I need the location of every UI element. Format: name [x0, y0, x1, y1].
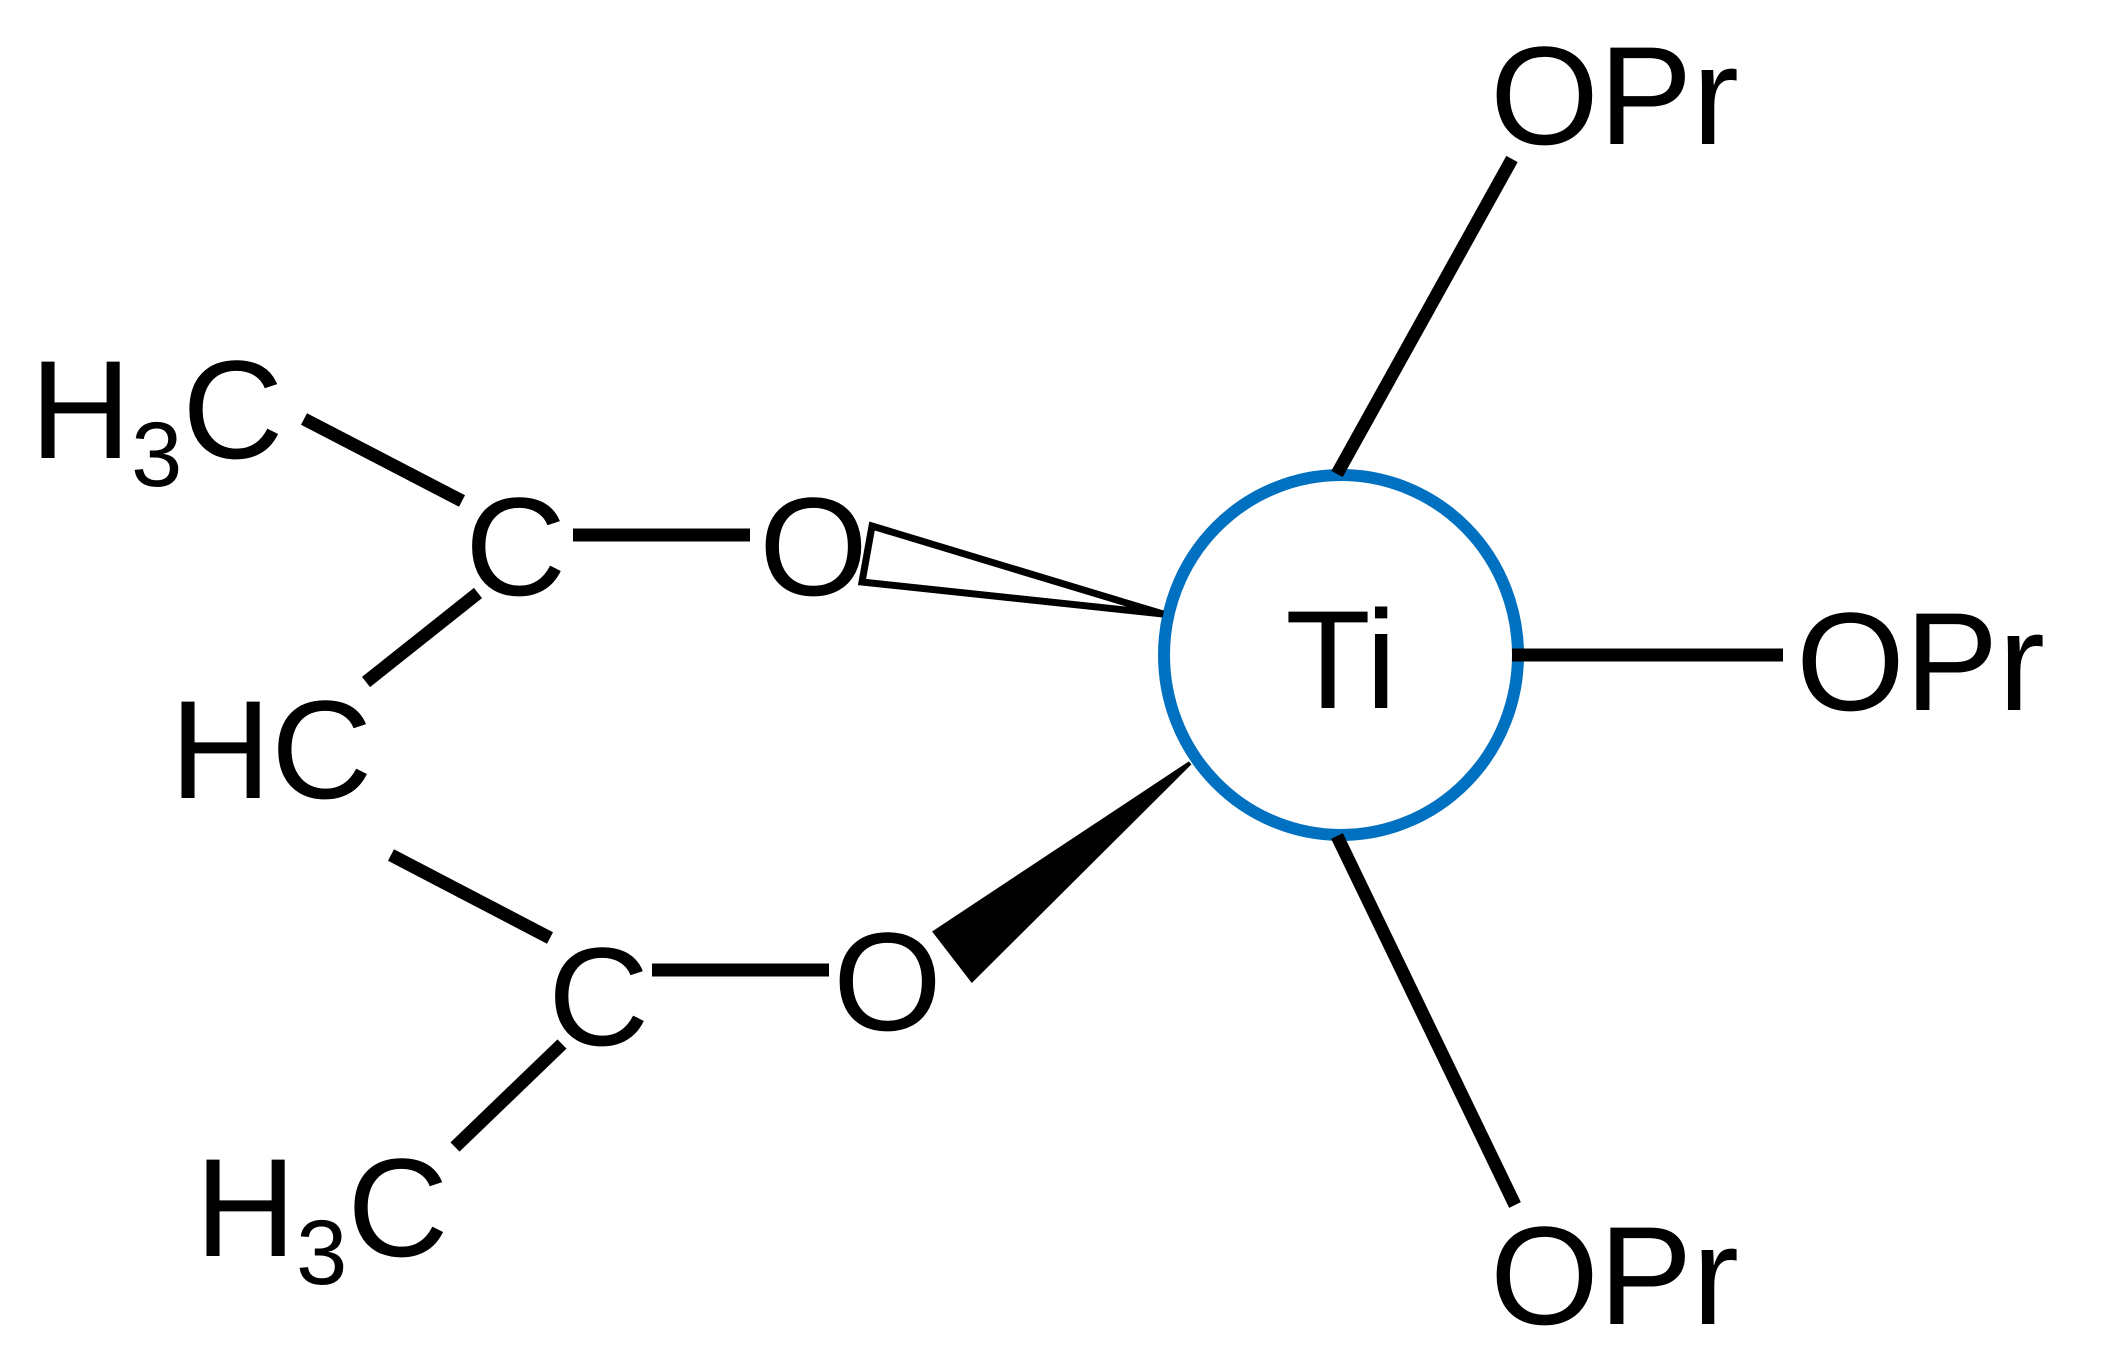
opr-label-bottom: OPr: [1490, 1197, 1739, 1354]
oxygen-label-lower: O: [833, 903, 942, 1060]
oxygen-label-upper: O: [759, 468, 868, 625]
bond-c-hc-upper: [361, 587, 483, 688]
methine-label: HC: [170, 671, 372, 828]
bond-ch3-c-upper: [301, 413, 465, 507]
bond-hc-c-lower: [387, 849, 554, 944]
bond-wedge-hashed-upper: [857, 521, 1165, 618]
opr-label-top: OPr: [1490, 17, 1739, 174]
carbon-label-upper: C: [465, 468, 566, 625]
bond-ti-opr-top: [1331, 155, 1518, 478]
bond-ti-opr-bottom: [1331, 833, 1521, 1208]
methyl-label-bottom: H3C: [195, 1129, 448, 1304]
opr-label-right: OPr: [1796, 583, 2045, 740]
methyl-label-top: H3C: [30, 331, 283, 506]
bond-c-ch3-lower: [450, 1039, 567, 1152]
bond-wedge-solid-lower: [932, 761, 1192, 984]
carbon-label-lower: C: [548, 918, 649, 1075]
titanium-label: Ti: [1285, 581, 1396, 738]
